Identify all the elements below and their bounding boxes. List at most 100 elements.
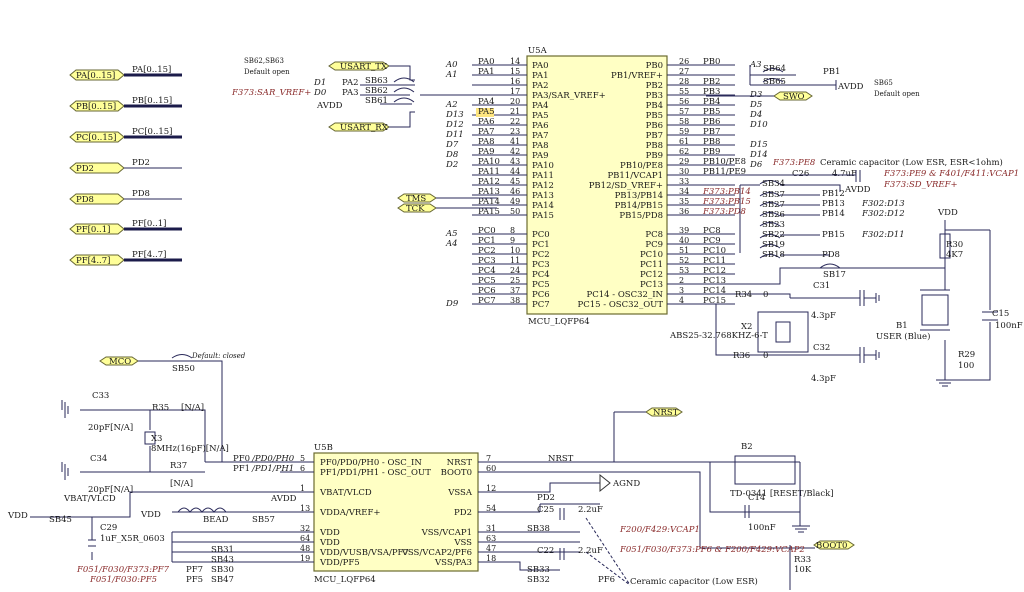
- u5a-right-ext-19: PC11: [703, 256, 726, 266]
- bus-port-1[interactable]: [69, 100, 125, 112]
- u5a-left-pin-8: PA8: [532, 141, 549, 151]
- b2-label: B2: [741, 442, 753, 452]
- u5a-left-pin-5: PA5: [532, 111, 549, 121]
- u5a-right-ext-15: F373:PD8: [702, 207, 747, 217]
- u5a-right-num-7: 59: [679, 127, 689, 136]
- usart-tx-port[interactable]: [328, 61, 390, 71]
- bus-port-2[interactable]: [69, 131, 125, 143]
- bus-ports: PA[0..15]PA[0..15]PB[0..15]PB[0..15]PC[0…: [69, 65, 182, 266]
- u5a-right-pin-12: PB12/SD_VREF+: [589, 181, 663, 191]
- sb-bridges: [759, 180, 781, 259]
- u5a-right-pin-0: PB0: [646, 61, 663, 71]
- default-open2-note: Default open: [874, 90, 920, 98]
- r33-label: R33: [794, 555, 811, 565]
- u5a-right-side-9: D14: [749, 150, 768, 160]
- sb31-label: SB31: [211, 545, 234, 555]
- sb43-label: SB43: [211, 555, 234, 565]
- u5a-left-num-10: 43: [510, 157, 520, 166]
- u5a-right-num-19: 52: [679, 256, 689, 265]
- u5a-right-ext-20: PC12: [703, 266, 726, 276]
- b2-body[interactable]: [734, 455, 796, 485]
- sb62-label: SB62: [365, 86, 388, 96]
- u5b-right-pin-2: VSSA: [447, 488, 473, 498]
- u5b-left-pin-5: VDD: [319, 538, 340, 548]
- u5a-left-ext-21: PC5: [478, 276, 496, 286]
- u5b-left-pin-4: VDD: [319, 528, 340, 538]
- u5a-right-pin-1: PB1/VREF+: [611, 71, 663, 81]
- u5b-right-pin-1: BOOT0: [441, 468, 472, 478]
- bus-net-label-6: PF[4..7]: [132, 250, 166, 260]
- u5a-right-num-9: 62: [679, 147, 689, 156]
- u5b-left-num-4: 32: [300, 524, 310, 533]
- u5b-right-num-3: 54: [486, 504, 496, 513]
- c25-value: 2.2uF: [578, 505, 603, 515]
- avdd2-wire: [796, 80, 837, 90]
- bus-port-6[interactable]: [69, 254, 125, 266]
- u5a-right-side-4: D5: [749, 100, 762, 110]
- u5a-left-side-17: A4: [445, 239, 458, 249]
- f051-pf5-note: F051/F030:PF5: [89, 575, 157, 585]
- u5a-right-num-18: 51: [679, 246, 689, 255]
- bus-port-label-3: PD2: [76, 164, 94, 174]
- c15-plates: [982, 311, 998, 321]
- u5a-left-pin-13: PA13: [532, 191, 554, 201]
- u5b-left-ext-0: PF0: [233, 454, 250, 464]
- sb65-note: SB65: [874, 79, 893, 87]
- ceramic1-note: Ceramic capacitor (Low ESR, ESR<1ohm): [820, 157, 1003, 168]
- c29-value: 1uF_X5R_0603: [100, 534, 165, 544]
- u5a-right-num-11: 30: [679, 167, 689, 176]
- u5a-right-ext-3: PB3: [703, 87, 720, 97]
- u5a-right-pin-23: PC15 - OSC32_OUT: [578, 300, 664, 310]
- tms-port[interactable]: [397, 193, 437, 203]
- u5a-left-num-18: 10: [510, 246, 520, 255]
- b1-value: USER (Blue): [876, 331, 930, 342]
- u5a-left-pin-23: PC7: [532, 300, 550, 310]
- pd8-label: PD8: [822, 250, 840, 260]
- sb64-label: SB64: [763, 64, 786, 74]
- sb22-label: SB22: [762, 230, 785, 240]
- b1-body[interactable]: [921, 294, 949, 326]
- u5b-right-num-1: 60: [486, 464, 496, 473]
- c31-label: C31: [813, 281, 830, 291]
- u5a-left-pin-1: PA1: [532, 71, 549, 81]
- pd2-label: PD2: [537, 493, 555, 503]
- sb61-63-bridges: [393, 77, 415, 103]
- f051-vcap2-note: F051/F030/F373:PF6 & F200/F429:VCAP2: [619, 545, 805, 555]
- bead-label: BEAD: [203, 515, 229, 525]
- boot0-port[interactable]: [813, 540, 855, 550]
- u5a-right-ext-7: PB7: [703, 127, 720, 137]
- tck-port[interactable]: [397, 203, 437, 213]
- mco-port[interactable]: [99, 356, 139, 366]
- u5a-left-num-20: 24: [510, 266, 520, 275]
- u5a-left-pin-15: PA15: [532, 211, 554, 221]
- r37-label: R37: [170, 461, 187, 471]
- u5a-left-num-8: 41: [510, 137, 520, 146]
- u5a-right-pin-15: PB15/PD8: [619, 211, 663, 221]
- avdd3-label: AVDD: [844, 185, 871, 195]
- u5a-left-ext-0: PA0: [478, 57, 495, 67]
- sb34-label: SB34: [762, 179, 785, 189]
- usart-rx-port[interactable]: [328, 122, 390, 132]
- u5a-left-num-13: 46: [510, 187, 520, 196]
- tms-label: TMS: [406, 194, 426, 204]
- u5a-left-num-21: 25: [510, 276, 520, 285]
- u5b-chip-body[interactable]: [313, 452, 479, 572]
- bus-port-5[interactable]: [69, 223, 125, 235]
- u5a-left-pin-17: PC1: [532, 240, 550, 250]
- u5b-left-num-6: 48: [300, 544, 310, 553]
- bus-port-3[interactable]: [69, 162, 125, 174]
- sb19-label: SB19: [762, 240, 785, 250]
- u5a-right-num-12: 33: [679, 177, 689, 186]
- c33-value: 20pF[N/A]: [88, 423, 133, 433]
- u5a-left-ext-5: PA5: [478, 107, 495, 117]
- bus-port-0[interactable]: [69, 69, 125, 81]
- u5a-right-pin-8: PB8: [646, 141, 663, 151]
- pa2-label: PA2: [342, 78, 359, 88]
- pf6-label: PF6: [598, 575, 615, 585]
- vcap-wires: [478, 503, 600, 571]
- u5a-left-pin-16: PC0: [532, 230, 550, 240]
- bus-port-4[interactable]: [69, 193, 125, 205]
- sb38-label: SB38: [527, 524, 550, 534]
- r35-value: [N/A]: [181, 403, 204, 413]
- bus-port-label-2: PC[0..15]: [76, 133, 116, 143]
